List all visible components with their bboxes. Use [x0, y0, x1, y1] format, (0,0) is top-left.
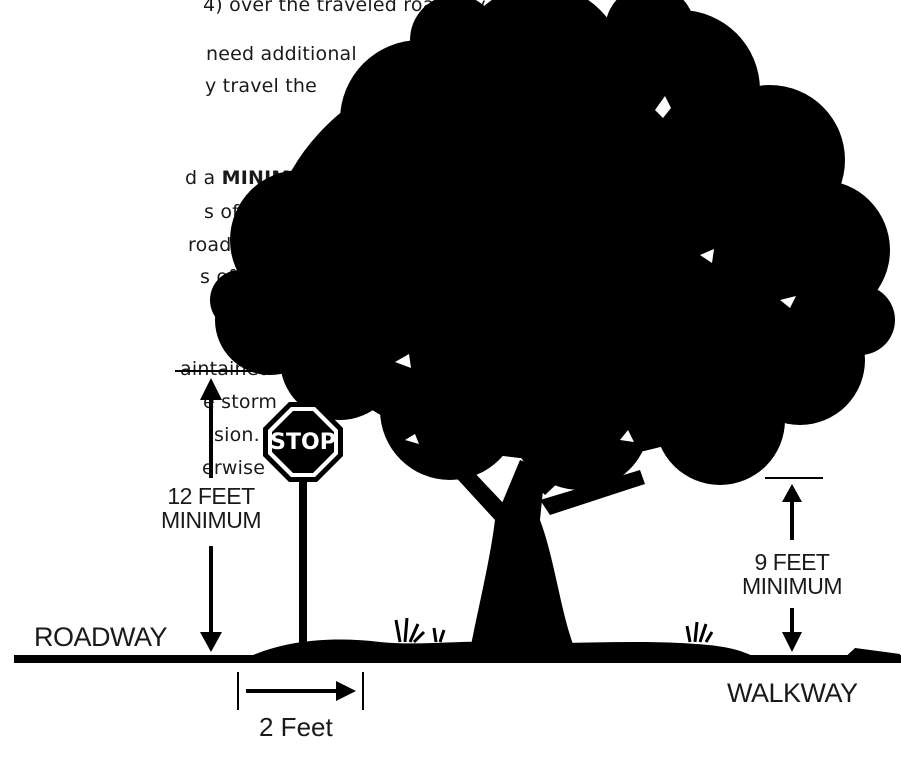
walkway-clearance-line2: MINIMUM — [722, 574, 862, 598]
offset-label: 2 Feet — [259, 712, 333, 743]
roadway-label: ROADWAY — [34, 622, 167, 653]
roadway-clearance-label: 12 FEET MINIMUM — [141, 484, 281, 532]
stop-sign-post — [299, 480, 307, 660]
offset-marker — [238, 672, 363, 710]
roadway-clearance-line2: MINIMUM — [141, 508, 281, 532]
walkway-clearance-line1: 9 FEET — [722, 550, 862, 574]
roadway-clearance-line1: 12 FEET — [141, 484, 281, 508]
ground-line — [14, 655, 901, 663]
walkway-label: WALKWAY — [727, 678, 858, 709]
walkway-clearance-label: 9 FEET MINIMUM — [722, 550, 862, 598]
stop-sign-text: STOP — [263, 430, 343, 455]
